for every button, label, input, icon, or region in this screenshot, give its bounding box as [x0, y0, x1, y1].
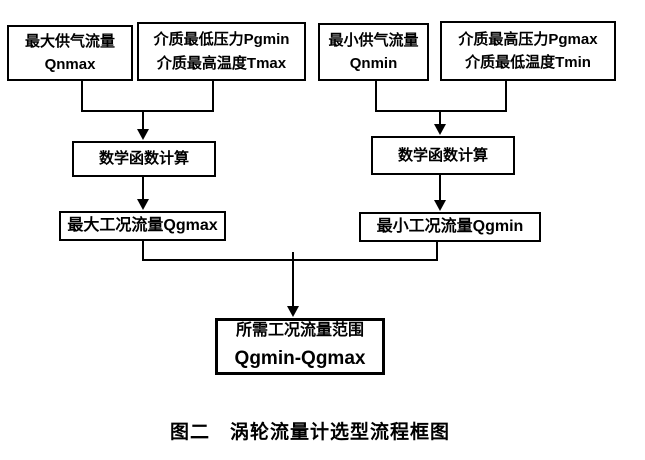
- connector-line: [81, 81, 83, 111]
- connector-line: [436, 242, 438, 261]
- arrow-down-icon: [287, 306, 299, 317]
- node-label: 最大供气流量: [24, 32, 115, 50]
- connector-line: [375, 81, 377, 111]
- node-math-function-calc-left: 数学函数计算: [72, 141, 216, 177]
- node-min-operating-flow: 最小工况流量Qgmin: [359, 212, 541, 242]
- node-label: 最大工况流量Qgmax: [67, 216, 218, 234]
- node-medium-min-pressure-max-temp: 介质最低压力Pgmin 介质最高温度Tmax: [137, 22, 306, 81]
- node-label: 最小工况流量Qgmin: [376, 217, 524, 235]
- node-label: 介质最低温度Tmin: [465, 54, 591, 71]
- connector-line: [142, 241, 144, 261]
- node-label: 最小供气流量: [328, 31, 419, 49]
- connector-line: [81, 110, 214, 112]
- node-medium-max-pressure-min-temp: 介质最高压力Pgmax 介质最低温度Tmin: [440, 21, 616, 81]
- node-label: 数学函数计算: [98, 150, 189, 168]
- node-math-function-calc-right: 数学函数计算: [371, 136, 515, 175]
- node-label: 介质最高压力Pgmax: [458, 30, 598, 48]
- arrow-down-icon: [434, 124, 446, 135]
- connector-line: [505, 81, 507, 111]
- node-label: 数学函数计算: [397, 146, 488, 164]
- node-symbol: Qgmin-Qgmax: [234, 348, 366, 370]
- arrow-down-icon: [137, 199, 149, 210]
- node-max-supply-flow: 最大供气流量 Qnmax: [7, 25, 133, 81]
- node-label: 介质最低压力Pgmin: [153, 31, 290, 49]
- connector-line: [292, 252, 294, 307]
- connector-line: [142, 177, 144, 201]
- connector-line: [375, 110, 507, 112]
- node-symbol: Qnmax: [44, 56, 96, 73]
- arrow-down-icon: [137, 129, 149, 140]
- node-label: 介质最高温度Tmax: [156, 54, 287, 72]
- connector-line: [142, 111, 144, 130]
- node-symbol: Qnmin: [349, 55, 398, 72]
- node-label: 所需工况流量范围: [235, 322, 364, 340]
- figure-caption: 图二 涡轮流量计选型流程框图: [169, 422, 450, 443]
- connector-line: [439, 175, 441, 202]
- connector-line: [142, 259, 438, 261]
- connector-line: [212, 81, 214, 111]
- node-min-supply-flow: 最小供气流量 Qnmin: [318, 23, 429, 81]
- arrow-down-icon: [434, 200, 446, 211]
- node-required-flow-range: 所需工况流量范围 Qgmin-Qgmax: [215, 318, 385, 375]
- connector-line: [439, 111, 441, 126]
- node-max-operating-flow: 最大工况流量Qgmax: [59, 211, 226, 241]
